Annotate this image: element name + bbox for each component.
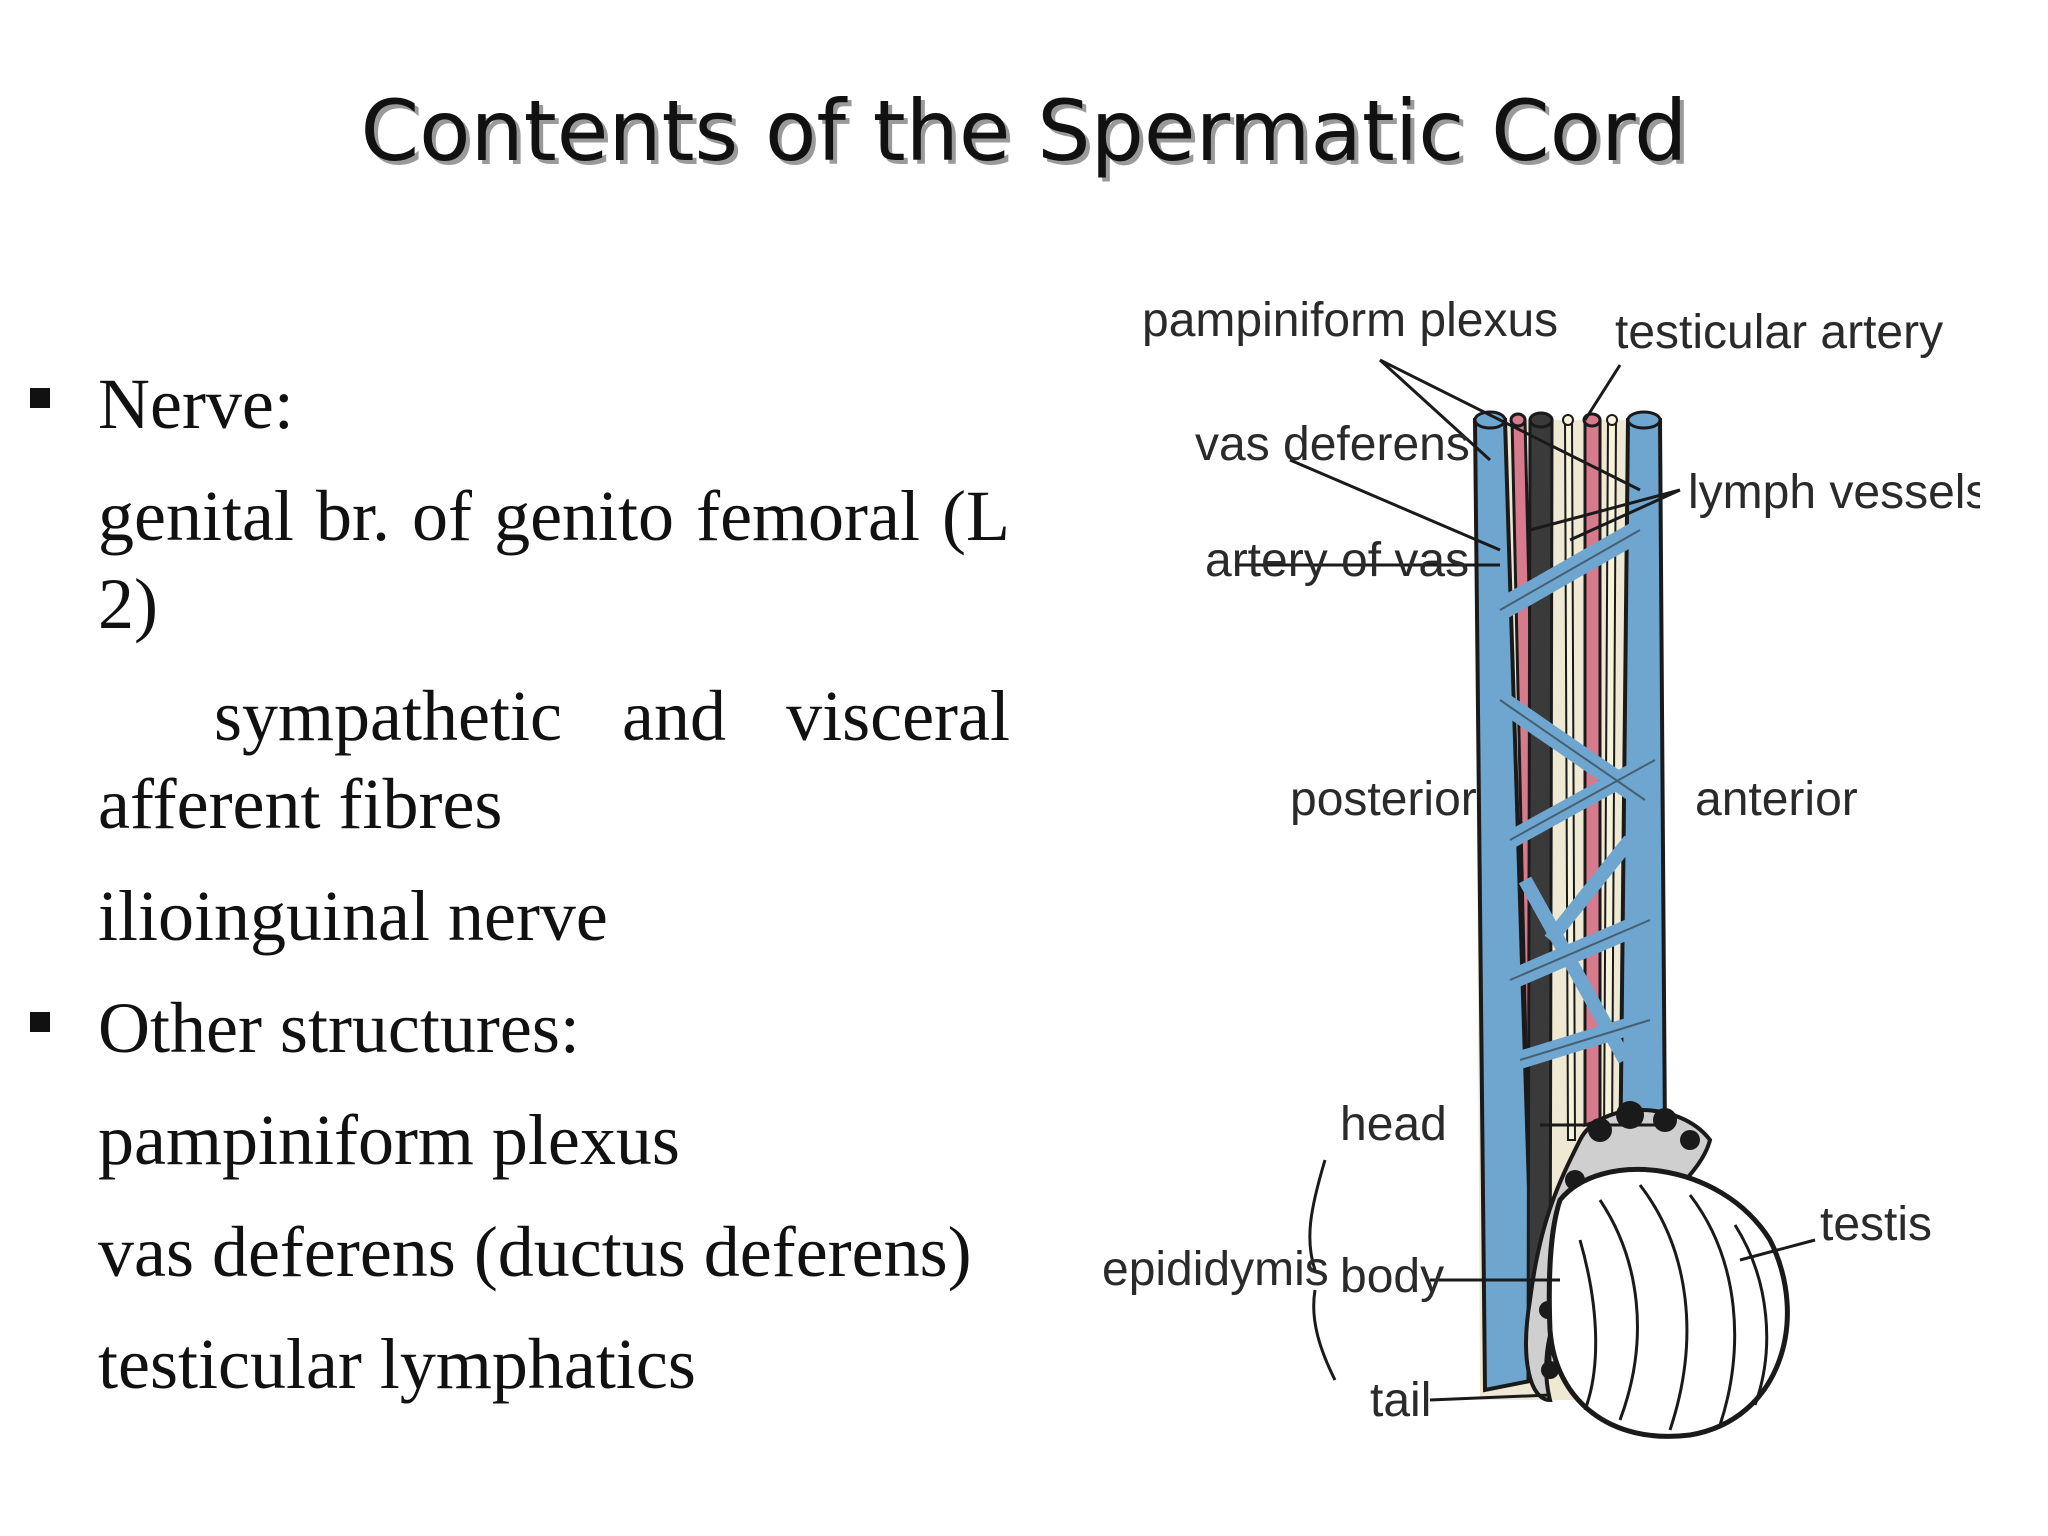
- label-tail: tail: [1370, 1374, 1431, 1427]
- spermatic-cord-diagram: pampiniform plexus testicular artery vas…: [1080, 280, 1989, 1480]
- label-artery-of-vas: artery of vas: [1205, 534, 1469, 587]
- label-head: head: [1340, 1098, 1447, 1151]
- label-body: body: [1340, 1250, 1444, 1303]
- label-epididymis: epididymis: [1102, 1243, 1329, 1296]
- bullet-nerve: Nerve:: [20, 360, 1010, 448]
- label-posterior: posterior: [1290, 773, 1477, 826]
- list-item: genital br. of genito femoral (L 2): [98, 476, 1010, 644]
- square-bullet-icon: [30, 388, 50, 408]
- bullet-heading: Other structures:: [98, 988, 580, 1068]
- list-item: ilioinguinal nerve: [98, 876, 608, 956]
- label-anterior: anterior: [1695, 773, 1858, 826]
- leader-lines: [1235, 358, 1816, 1402]
- label-lymph-vessels: lymph vessels: [1688, 466, 1980, 519]
- slide-title: Contents of the Spermatic Cord: [360, 82, 1688, 180]
- label-testis: testis: [1820, 1198, 1932, 1251]
- square-bullet-icon: [30, 1012, 50, 1032]
- label-pampiniform-plexus: pampiniform plexus: [1142, 294, 1558, 347]
- testis-shape: [1546, 1166, 1790, 1439]
- list-item: vas deferens (ductus deferens): [98, 1212, 972, 1292]
- bullet-heading: Nerve:: [98, 364, 294, 444]
- cord-structure: [1472, 410, 1668, 1400]
- list-item: pampiniform plexus: [98, 1100, 680, 1180]
- list-item: testicular lymphatics: [98, 1324, 696, 1404]
- label-vas-deferens: vas deferens: [1195, 418, 1470, 471]
- bullet-other-structures: Other structures:: [20, 984, 1010, 1072]
- list-item: sympathetic and visceral afferent fibres: [98, 676, 1010, 844]
- bullet-list: Nerve: genital br. of genito femoral (L …: [20, 360, 1010, 1432]
- diagram-svg: pampiniform plexus testicular artery vas…: [1102, 294, 1989, 1439]
- label-testicular-artery: testicular artery: [1615, 306, 1943, 359]
